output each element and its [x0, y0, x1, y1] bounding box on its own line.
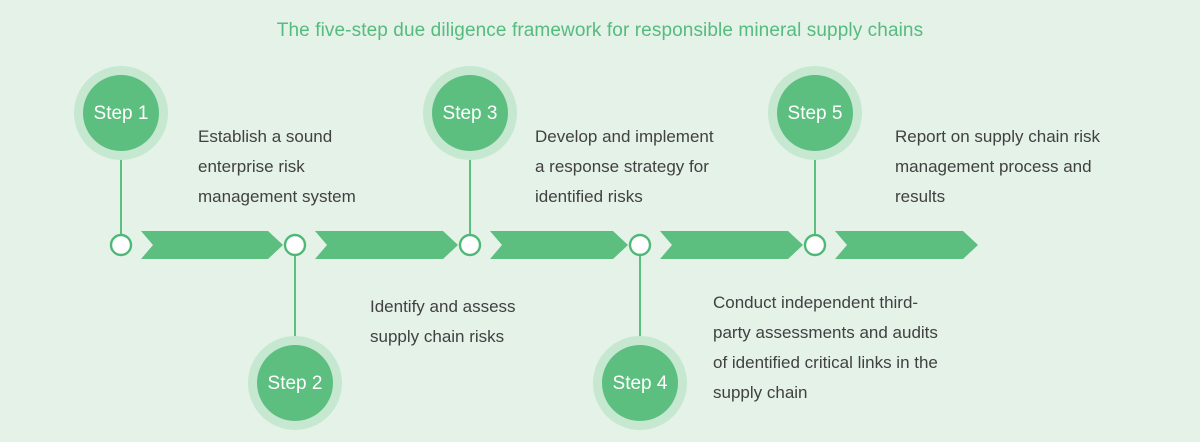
chevron-arrow-1[interactable]	[141, 231, 283, 259]
timeline-node-4[interactable]	[628, 233, 652, 257]
step-circle-4[interactable]: Step 4	[593, 336, 687, 430]
timeline-node-3[interactable]	[458, 233, 482, 257]
step-disc-2: Step 2	[257, 345, 333, 421]
chevron-arrow-4[interactable]	[660, 231, 803, 259]
step-description-3: Develop and implement a response strateg…	[535, 127, 714, 206]
step-circle-1[interactable]: Step 1	[74, 66, 168, 160]
step-circle-5[interactable]: Step 5	[768, 66, 862, 160]
step-label-3: Step 3	[442, 102, 498, 124]
step-disc-3: Step 3	[432, 75, 508, 151]
step-description-5: Report on supply chain risk management p…	[895, 127, 1101, 206]
chevron-arrow-5[interactable]	[835, 231, 978, 259]
timeline-node-5[interactable]	[803, 233, 827, 257]
step-disc-5: Step 5	[777, 75, 853, 151]
page-title: The five-step due diligence framework fo…	[276, 20, 924, 41]
step-label-4: Step 4	[612, 372, 668, 394]
chevron-arrow-2[interactable]	[315, 231, 458, 259]
timeline-node-1[interactable]	[109, 233, 133, 257]
chevron-arrow-3[interactable]	[490, 231, 628, 259]
step-disc-4: Step 4	[602, 345, 678, 421]
step-description-4: Conduct independent third- party assessm…	[713, 293, 938, 402]
step-label-5: Step 5	[787, 102, 843, 124]
step-description-2: Identify and assess supply chain risks	[370, 297, 516, 346]
step-circle-3[interactable]: Step 3	[423, 66, 517, 160]
step-circle-2[interactable]: Step 2	[248, 336, 342, 430]
step-description-1: Establish a sound enterprise risk manage…	[198, 127, 356, 206]
step-label-1: Step 1	[93, 102, 149, 124]
timeline-node-2[interactable]	[283, 233, 307, 257]
step-disc-1: Step 1	[83, 75, 159, 151]
step-label-2: Step 2	[267, 372, 323, 394]
